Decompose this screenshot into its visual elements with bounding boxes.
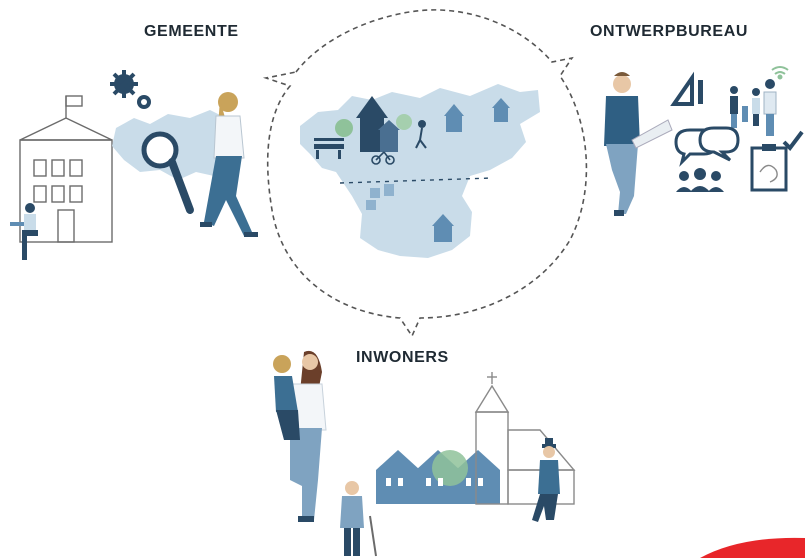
- mother-with-child: [273, 350, 327, 522]
- label-inwoners: INWONERS: [356, 349, 449, 366]
- municipality-map: [300, 84, 540, 258]
- map-bench: [314, 138, 344, 159]
- speech-bubble-icon: [674, 126, 740, 167]
- elderly-man: [340, 481, 377, 557]
- town-hall: [19, 95, 113, 243]
- map-cyclist: [371, 151, 395, 165]
- ruler-icon: [670, 71, 703, 106]
- check-icon: [782, 130, 804, 152]
- label-gemeente: GEMEENTE: [144, 23, 239, 40]
- gear-icon: [110, 70, 151, 109]
- central-bubble: [262, 9, 588, 338]
- magnifier-icon: [141, 131, 194, 214]
- house-row: [376, 450, 500, 504]
- seated-official: [10, 203, 38, 260]
- designer-man: [604, 72, 673, 216]
- team-figures: [730, 79, 777, 136]
- map-village: [335, 96, 510, 242]
- group-icon: [676, 168, 724, 192]
- wifi-icon: [771, 66, 789, 80]
- accent-corner: [700, 537, 805, 558]
- map-walker: [415, 120, 427, 149]
- man-with-hat: [532, 438, 560, 522]
- map-boundary-line: [339, 177, 493, 184]
- label-ontwerpbureau: ONTWERPBUREAU: [590, 23, 749, 40]
- clipboard-icon: [750, 144, 788, 192]
- walking-woman: [200, 92, 258, 237]
